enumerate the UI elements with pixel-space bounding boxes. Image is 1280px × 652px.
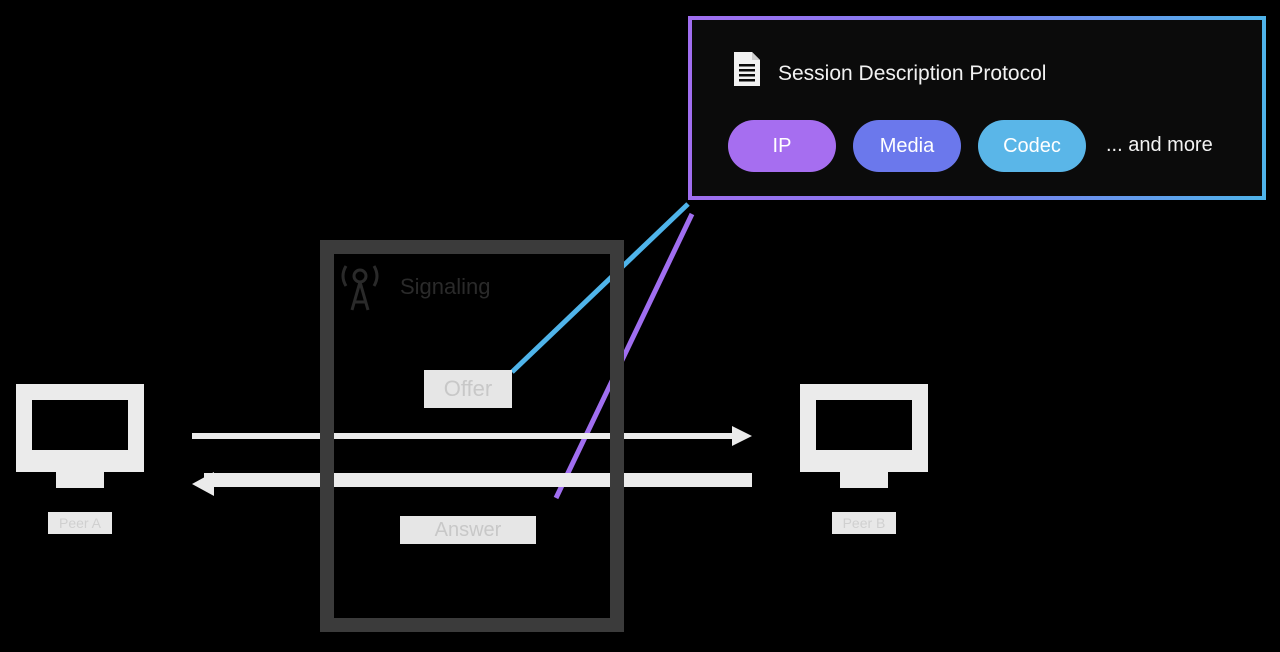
sdp-title: Session Description Protocol	[778, 62, 1047, 85]
right-peer-name: Peer B	[832, 512, 896, 534]
answer-label: Answer	[400, 516, 536, 544]
document-icon	[734, 52, 760, 86]
offer-arrow	[192, 426, 752, 446]
offer-label: Offer	[424, 370, 512, 408]
signaling-label: Signaling	[400, 274, 491, 299]
ip-pill: IP	[728, 120, 836, 172]
left-monitor-icon	[16, 384, 144, 488]
signal-tower-icon	[341, 265, 379, 311]
sdp-panel: Session Description Protocol IP Media Co…	[688, 16, 1266, 200]
right-monitor-icon	[800, 384, 928, 488]
signaling-server-box	[320, 240, 624, 632]
codec-pill: Codec	[978, 120, 1086, 172]
more-label: ... and more	[1106, 134, 1213, 156]
answer-connector-line	[553, 212, 695, 500]
offer-connector-line	[510, 202, 690, 374]
answer-arrow	[192, 472, 752, 496]
media-pill: Media	[853, 120, 961, 172]
left-peer-name: Peer A	[48, 512, 112, 534]
